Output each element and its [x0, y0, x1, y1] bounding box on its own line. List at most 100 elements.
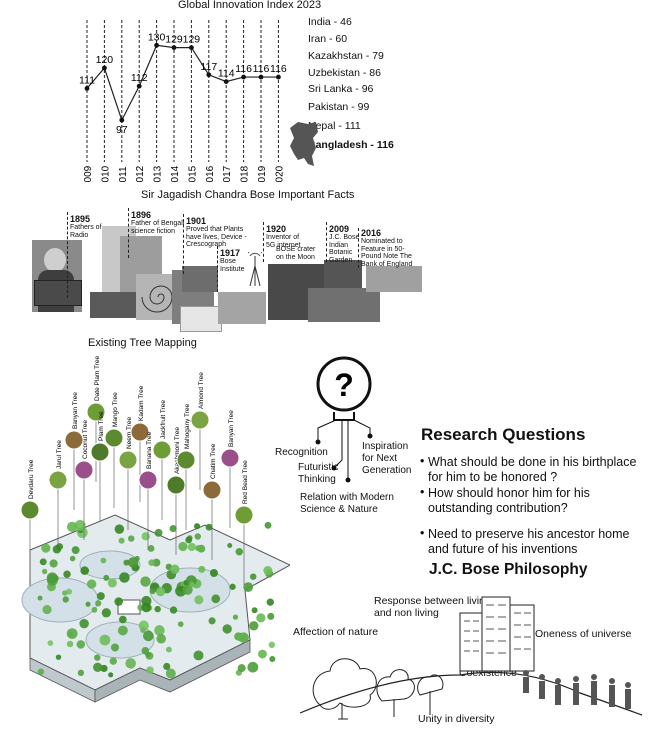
- series-line: [86, 44, 279, 122]
- tree-canopy: [119, 572, 130, 583]
- question-bulb-icon: [316, 356, 372, 412]
- facts-title: Sir Jagadish Chandra Bose Important Fact…: [141, 189, 355, 201]
- tree-canopy: [249, 621, 259, 631]
- ranking-item: Sri Lanka - 96: [308, 83, 374, 95]
- tree-label: Almond Tree: [198, 372, 205, 409]
- antenna-icon: [247, 249, 263, 287]
- tree-photo: [90, 442, 110, 462]
- mind-map-inspiration: Inspiration for Next Generation: [362, 441, 412, 476]
- tree-label: Coconut Tree: [82, 420, 89, 459]
- tree-canopy: [211, 594, 221, 604]
- tree-canopy: [195, 545, 202, 552]
- tree-canopy: [247, 661, 259, 673]
- tree-photo: [166, 475, 186, 495]
- pond: [21, 577, 99, 623]
- ranking-item: Iran - 60: [308, 33, 348, 45]
- philosophy-response: Response between living and non living: [374, 595, 491, 619]
- buildings-sketch: [459, 596, 535, 672]
- tree-canopy: [232, 614, 239, 620]
- tree-canopy: [141, 532, 150, 541]
- question-mark: ?: [334, 367, 354, 403]
- philosophy-unity: Unity in diversity: [418, 713, 495, 725]
- tree-photo: [220, 448, 240, 468]
- tree-canopy: [194, 595, 204, 605]
- bose-institute-image: [218, 292, 266, 324]
- tree-canopy: [187, 542, 196, 552]
- tree-label: Kadam Tree: [138, 385, 145, 421]
- tree-label: Banyan Tree: [72, 392, 79, 429]
- tree-canopy: [165, 668, 176, 679]
- garden-image: [324, 260, 362, 288]
- tree-photo: [130, 422, 150, 442]
- botanic-garden-sign-image: [308, 288, 380, 322]
- tree-canopy: [118, 537, 125, 544]
- data-point: [136, 83, 142, 89]
- tree-label: Mahogany Tree: [184, 403, 191, 449]
- tree-label: Jarul Tree: [56, 440, 63, 469]
- tree-canopy: [110, 643, 120, 652]
- tree-canopy: [86, 579, 97, 589]
- tree-canopy: [229, 583, 236, 590]
- tree-photo: [152, 440, 172, 460]
- tree-canopy: [177, 621, 184, 627]
- tree-canopy: [47, 640, 54, 646]
- tree-canopy: [249, 573, 257, 580]
- tree-canopy: [169, 525, 177, 533]
- data-point: [241, 74, 247, 80]
- tree-label: Date Plam Tree: [94, 355, 101, 401]
- tree-canopy: [95, 600, 102, 607]
- data-point: [258, 74, 264, 80]
- x-tick-label: 2017: [222, 165, 233, 182]
- tree-canopy: [165, 646, 172, 653]
- tree-photo: [20, 500, 40, 520]
- x-tick-label: 2019: [257, 165, 268, 182]
- tree-canopy: [123, 559, 130, 566]
- tree-label: Jackfruit Tree: [160, 400, 167, 439]
- tree-canopy: [101, 608, 111, 618]
- tree-label: Banana Tree: [146, 431, 153, 469]
- tree-label: Plam Tree: [98, 411, 105, 441]
- tree-label: Mango Tree: [112, 392, 119, 427]
- tree-canopy: [178, 541, 188, 552]
- tree-canopy: [268, 641, 276, 648]
- mind-map-recognition: Recognition: [275, 447, 328, 458]
- tree-canopy: [128, 535, 135, 542]
- ranking-item-highlight: Bangladesh - 116: [308, 139, 394, 151]
- data-label: 111: [79, 74, 95, 86]
- x-tick-label: 2020: [274, 165, 285, 182]
- data-point: [119, 117, 125, 123]
- tree-label: Akashmoni Tree: [174, 427, 181, 474]
- tree-canopy: [205, 523, 213, 531]
- tree-photo: [74, 460, 94, 480]
- tree-canopy: [96, 592, 105, 601]
- ranking-item: Pakistan - 99: [308, 101, 370, 113]
- tree-canopy: [41, 543, 51, 553]
- data-point: [171, 45, 177, 50]
- tree-canopy: [198, 565, 206, 573]
- tree-canopy: [49, 559, 58, 568]
- data-point: [223, 79, 229, 84]
- people-sketch: [523, 670, 631, 709]
- tree-canopy: [52, 544, 62, 554]
- tree-photo: [234, 505, 254, 525]
- data-point: [206, 72, 212, 78]
- tree-photo: [86, 402, 106, 422]
- tree-canopy: [227, 542, 233, 548]
- data-point: [189, 45, 194, 50]
- data-label: 116: [270, 63, 287, 75]
- data-point: [84, 86, 90, 91]
- research-title: Research Questions: [421, 425, 586, 444]
- tree-canopy: [264, 521, 272, 529]
- data-label: 114: [218, 68, 235, 80]
- tree-canopy: [155, 586, 166, 597]
- tree-canopy: [208, 617, 216, 625]
- data-label: 97: [116, 124, 128, 136]
- tree-label: Red Bead Tree: [242, 460, 249, 504]
- tree-label: Neem Tree: [126, 416, 133, 449]
- data-label: 116: [253, 63, 270, 75]
